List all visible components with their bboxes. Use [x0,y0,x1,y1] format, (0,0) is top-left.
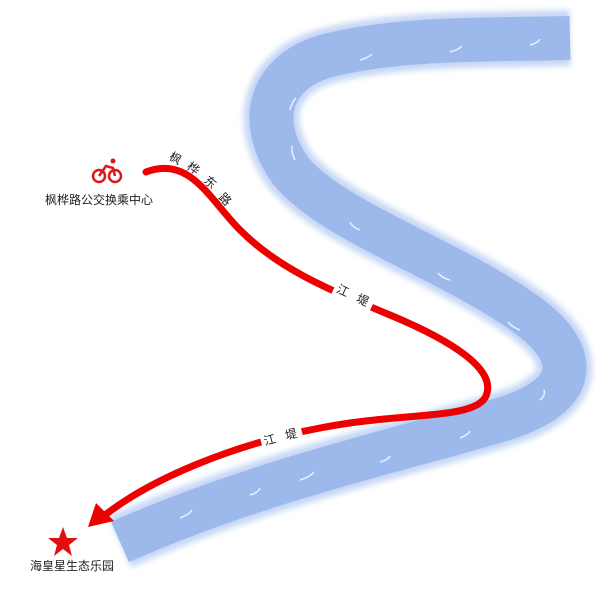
route-line [101,164,492,519]
bicycle-icon [91,158,123,184]
end-label: 海皇星生态乐园 [30,559,115,573]
svg-text:江: 江 [262,432,277,449]
route-arrowhead [88,503,114,527]
svg-text:堤: 堤 [354,291,371,309]
road-label-jiangdi-1: 江 堤 [329,275,379,315]
start-label: 枫桦路公交换乘中心 [45,193,154,207]
svg-text:堤: 堤 [284,426,299,443]
river [108,10,593,568]
route [88,164,492,527]
svg-text:江: 江 [334,282,351,300]
road-label-jiangdi-2: 江 堤 [258,419,304,451]
road-label-fenghua-east: 枫 桦 东 路 [165,147,235,209]
svg-text:枫: 枫 [167,148,185,167]
star-icon [48,527,78,556]
